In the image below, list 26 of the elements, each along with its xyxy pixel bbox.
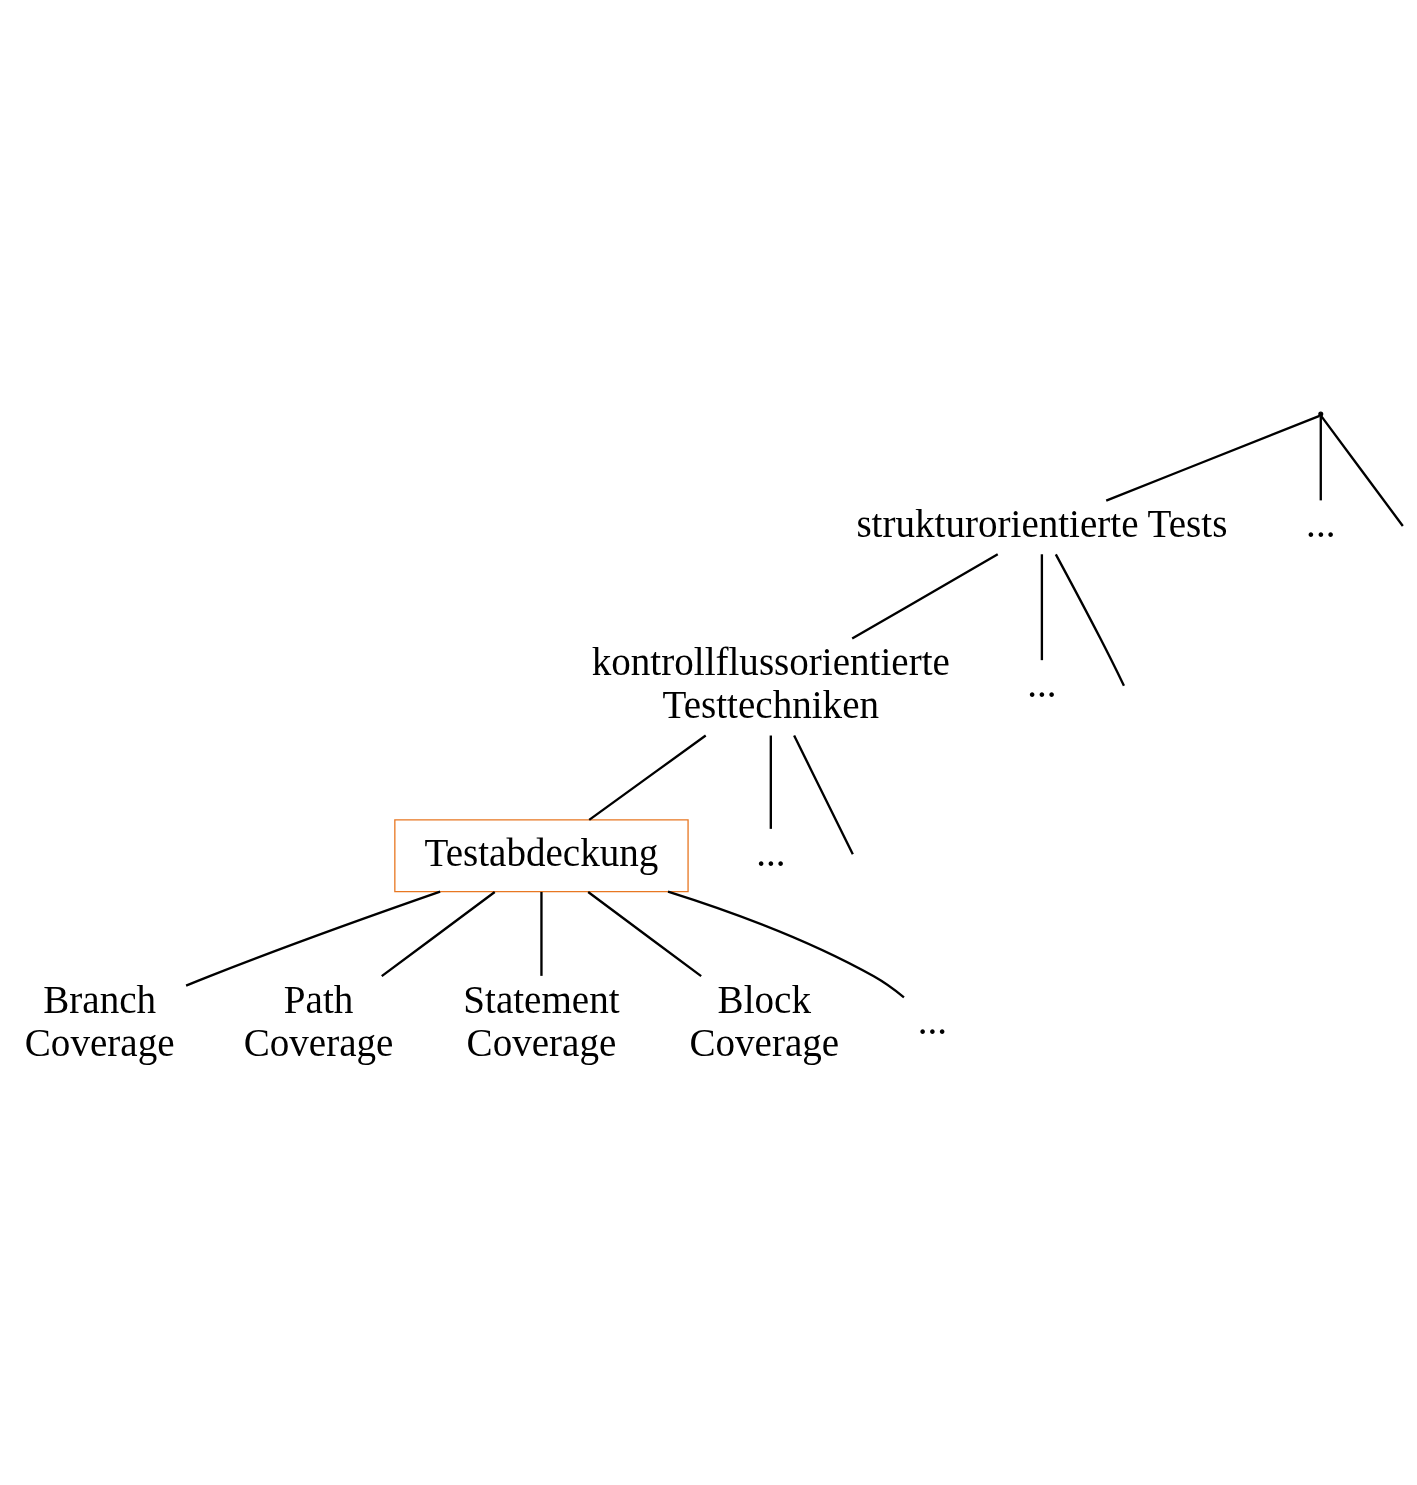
- connector: [185, 890, 441, 987]
- node-text: Statement Coverage: [463, 977, 620, 1064]
- connector: [588, 734, 707, 821]
- node-point: [1318, 411, 1324, 417]
- connector: [587, 891, 702, 978]
- connector: [769, 735, 772, 829]
- connector: [1319, 416, 1322, 501]
- node-box: Testabdeckung: [394, 819, 689, 893]
- connector: [851, 553, 999, 640]
- node-text: Block Coverage: [689, 977, 840, 1064]
- node-text: ...: [756, 830, 786, 874]
- connector: [1040, 554, 1044, 661]
- node-text: ...: [1306, 502, 1336, 546]
- node-text: Path Coverage: [243, 977, 394, 1064]
- node-text: kontrollflussorientierte Testtechniken: [591, 640, 950, 727]
- connector: [793, 735, 854, 855]
- connector: [381, 891, 496, 978]
- node-text: Branch Coverage: [24, 977, 175, 1064]
- node-text: ...: [1027, 661, 1057, 705]
- node-text: ...: [917, 999, 948, 1043]
- node-text: strukturorientierte Tests: [856, 502, 1228, 546]
- connector: [540, 891, 543, 976]
- connector: [1320, 415, 1404, 527]
- connector: [1105, 414, 1320, 502]
- connector: [1054, 553, 1125, 687]
- connector: [667, 890, 905, 999]
